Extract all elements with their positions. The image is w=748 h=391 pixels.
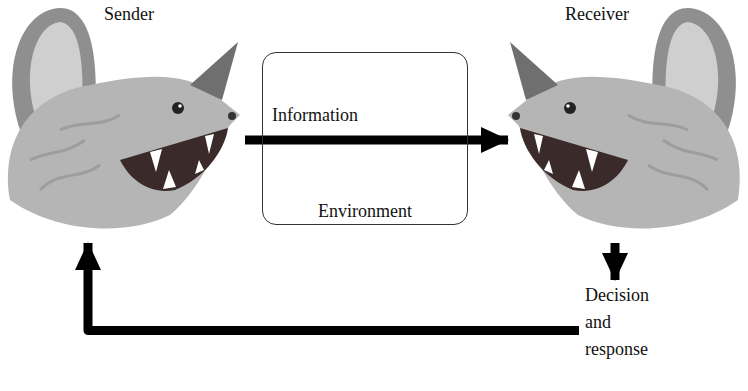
node-label: Decision and response (585, 282, 657, 363)
edge-label: Information (272, 104, 358, 126)
flow-arrow (88, 243, 579, 331)
sender-box: Sender (0, 0, 245, 243)
decision-box: Decision and response (585, 282, 657, 363)
receiver-box: Receiver (508, 0, 748, 243)
node-label: Receiver (565, 3, 748, 25)
sender-bat (8, 8, 240, 229)
flow-arrow (245, 136, 508, 145)
environment-box: Environment (262, 52, 468, 225)
node-label: Environment (318, 200, 412, 222)
node-label: Sender (104, 3, 349, 25)
receiver-bat (508, 8, 740, 229)
flow-arrow (611, 243, 620, 280)
